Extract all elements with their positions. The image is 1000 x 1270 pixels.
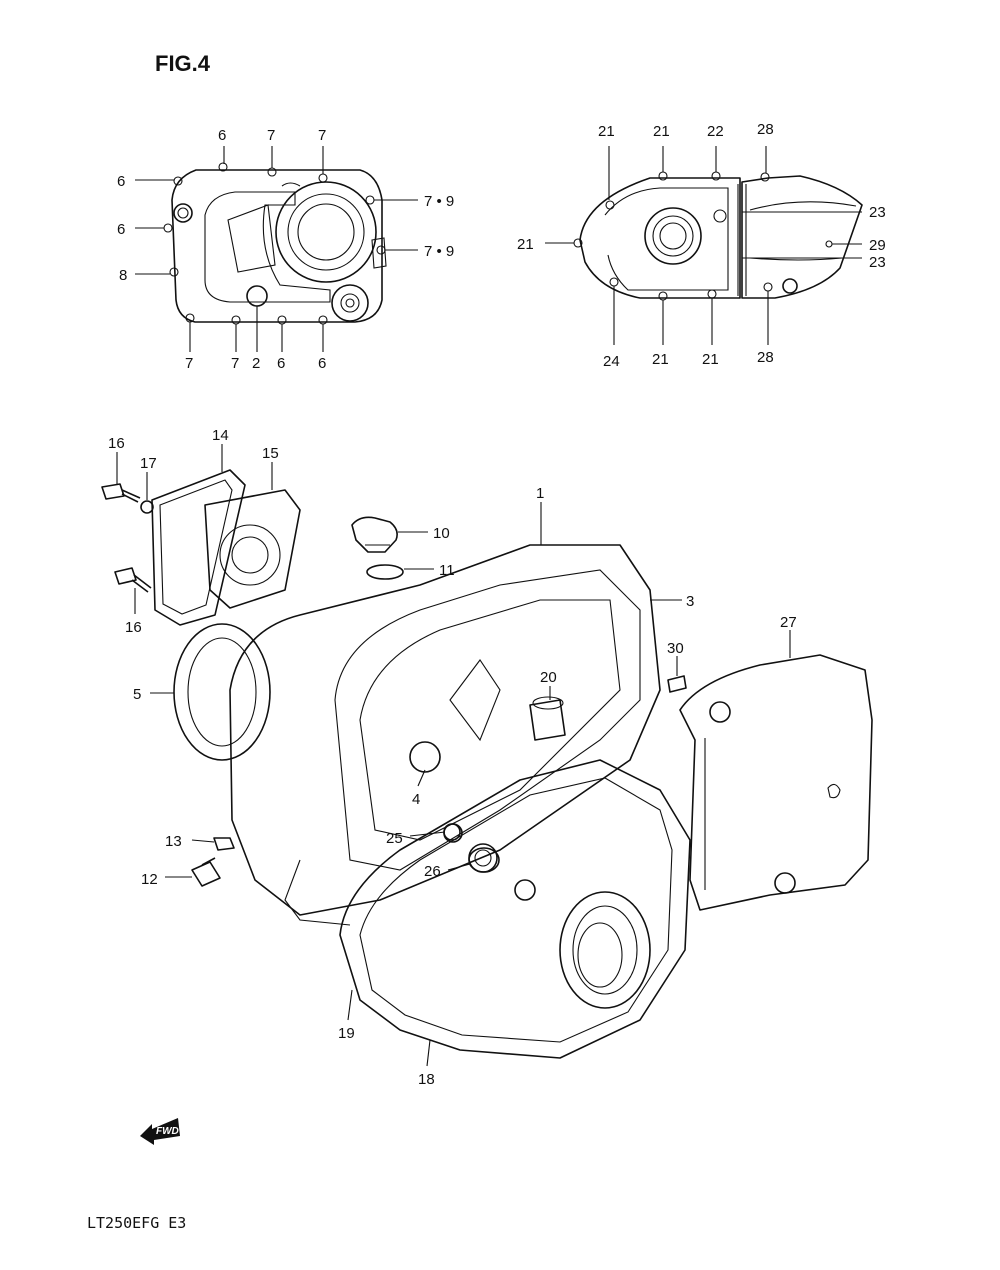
callout-28: 28: [757, 349, 774, 366]
callout-14: 14: [212, 427, 229, 444]
callout-6: 6: [117, 221, 125, 238]
magneto-cover-drawing: [573, 171, 863, 301]
callout-7-9: 7 • 9: [424, 193, 454, 210]
callout-7: 7: [185, 355, 193, 372]
callout-23: 23: [869, 204, 886, 221]
callout-23: 23: [869, 254, 886, 271]
callout-10: 10: [433, 525, 450, 542]
callout-7: 7: [231, 355, 239, 372]
callout-29: 29: [869, 237, 886, 254]
callout-7: 7: [267, 127, 275, 144]
callout-8: 8: [119, 267, 127, 284]
callout-19: 19: [338, 1025, 355, 1042]
callout-6: 6: [277, 355, 285, 372]
main-assembly-callouts: 16 14 17 15 1 10 11 3 16 27 30 5 20 4 13…: [108, 427, 797, 1088]
callout-18: 18: [418, 1071, 435, 1088]
callout-21: 21: [517, 236, 534, 253]
callout-30: 30: [667, 640, 684, 657]
callout-17: 17: [140, 455, 157, 472]
callout-6: 6: [318, 355, 326, 372]
callout-21: 21: [598, 123, 615, 140]
callout-4: 4: [412, 791, 420, 808]
callout-3: 3: [686, 593, 694, 610]
callout-22: 22: [707, 123, 724, 140]
callout-2: 2: [252, 355, 260, 372]
forward-label: FWD: [156, 1126, 179, 1137]
clutch-cover-drawing: [163, 162, 387, 325]
callout-21: 21: [652, 351, 669, 368]
callout-21: 21: [653, 123, 670, 140]
callout-5: 5: [133, 686, 141, 703]
callout-21: 21: [702, 351, 719, 368]
callout-20: 20: [540, 669, 557, 686]
callout-13: 13: [165, 833, 182, 850]
model-code: LT250EFG E3: [87, 1214, 186, 1232]
callout-6: 6: [218, 127, 226, 144]
callout-16: 16: [108, 435, 125, 452]
callout-12: 12: [141, 871, 158, 888]
callout-7: 7: [318, 127, 326, 144]
clutch-cover-leaders: [135, 146, 418, 352]
callout-28: 28: [757, 121, 774, 138]
forward-arrow-icon: FWD: [140, 1118, 180, 1145]
main-assembly-leaders: [116, 444, 791, 1067]
callout-27: 27: [780, 614, 797, 631]
callout-7-9: 7 • 9: [424, 243, 454, 260]
callout-1: 1: [536, 485, 544, 502]
callout-6: 6: [117, 173, 125, 190]
main-assembly-drawing: [101, 469, 873, 1059]
magneto-cover-callouts: 21 21 22 28 23 21 29 23 24 21 21 28: [517, 121, 886, 370]
callout-11: 11: [439, 562, 455, 579]
figure-label: FIG.4: [155, 51, 211, 76]
clutch-cover-callouts: 6 7 7 6 7 • 9 6 7 • 9 8 7 7 2 6 6: [117, 127, 454, 372]
callout-24: 24: [603, 353, 620, 370]
callout-15: 15: [262, 445, 279, 462]
callout-26: 26: [424, 863, 441, 880]
callout-16: 16: [125, 619, 142, 636]
magneto-cover-leaders: [545, 146, 862, 345]
callout-25: 25: [386, 830, 403, 847]
